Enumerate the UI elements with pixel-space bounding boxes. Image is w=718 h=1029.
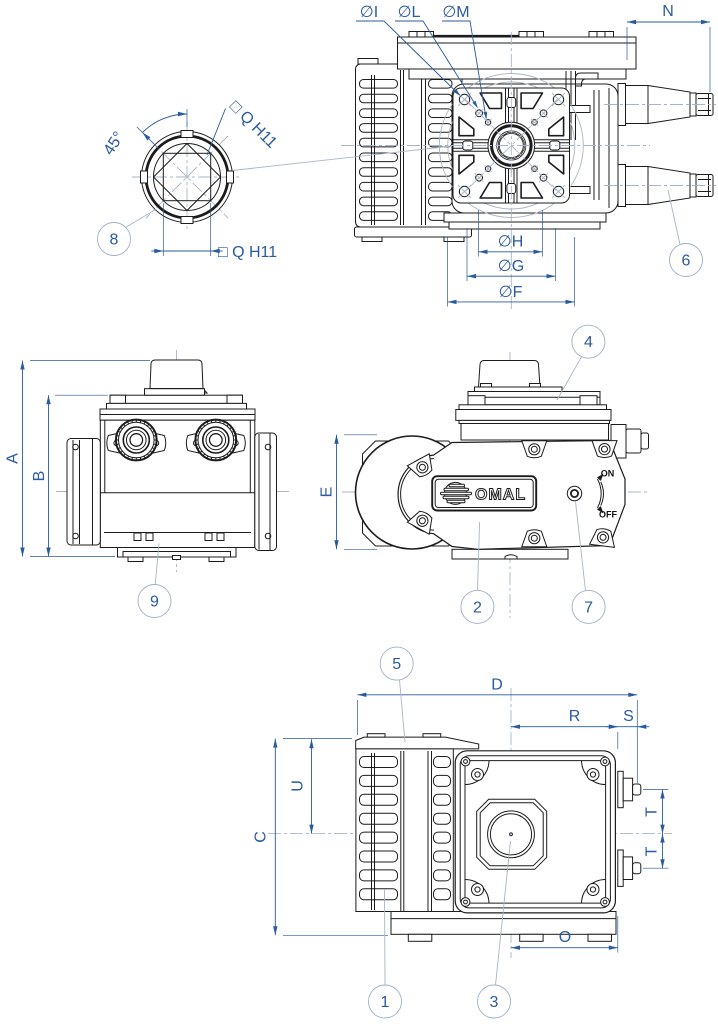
svg-text:8: 8 [110,232,119,249]
svg-text:∅F: ∅F [499,284,523,301]
svg-text:1: 1 [381,994,390,1011]
svg-text:N: N [662,3,674,20]
svg-text:O: O [559,929,571,946]
svg-text:4: 4 [584,334,593,351]
svg-text:2: 2 [473,599,482,616]
svg-text:S: S [623,708,634,725]
svg-text:∅H: ∅H [498,234,524,251]
svg-text:B: B [31,471,48,482]
svg-text:R: R [569,708,581,725]
svg-text:∅M: ∅M [442,4,469,21]
svg-text:5: 5 [392,656,401,673]
svg-text:7: 7 [584,599,593,616]
svg-text:D: D [491,676,503,693]
svg-text:E: E [319,487,336,498]
svg-text:6: 6 [682,253,691,270]
svg-text:ON: ON [601,469,615,479]
svg-text:T: T [644,807,661,817]
svg-text:C: C [253,831,270,843]
svg-text:□ Q H11: □ Q H11 [218,244,277,261]
svg-text:T: T [644,846,661,856]
svg-text:U: U [290,780,307,792]
svg-text:3: 3 [490,994,499,1011]
svg-text:∅L: ∅L [398,4,421,21]
svg-text:∅I: ∅I [360,4,378,21]
svg-text:A: A [5,453,22,464]
svg-text:OMAL: OMAL [475,487,526,504]
svg-text:∅G: ∅G [498,258,524,275]
svg-text:9: 9 [150,594,159,611]
svg-text:OFF: OFF [599,510,617,520]
